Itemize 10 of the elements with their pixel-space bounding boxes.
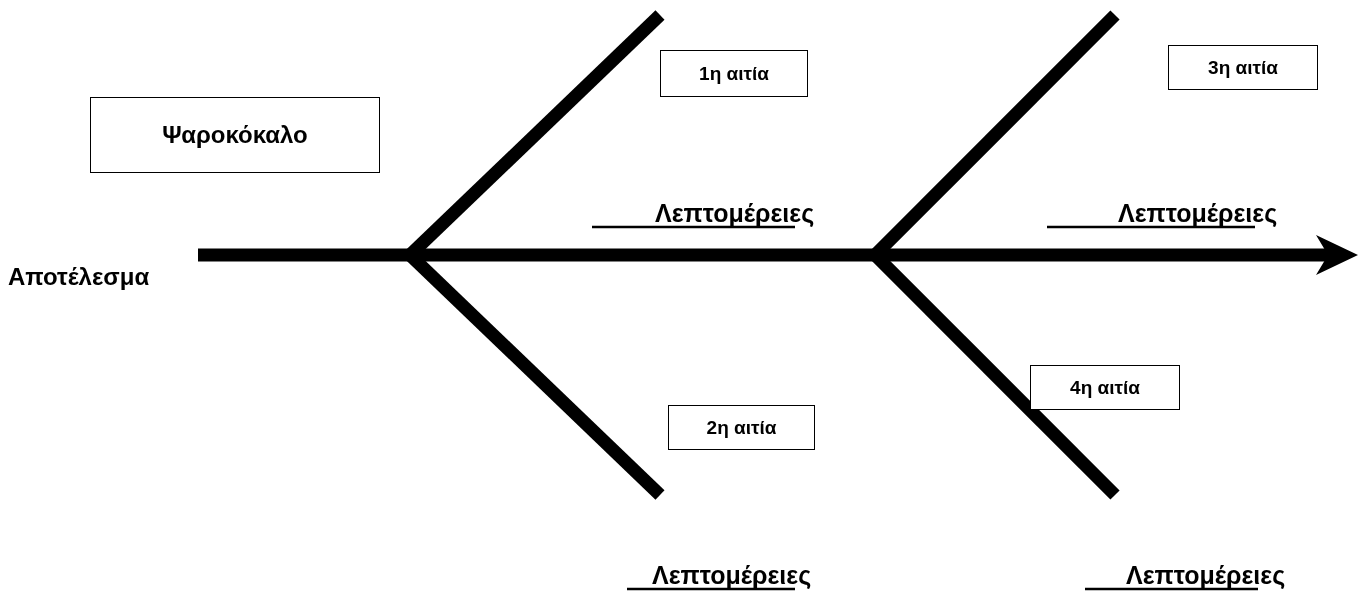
cause-box: 3η αιτία	[1168, 45, 1318, 90]
cause-box: 4η αιτία	[1030, 365, 1180, 410]
cause-box: Ψαροκόκαλο	[90, 97, 380, 173]
cause-box: 2η αιτία	[668, 405, 815, 450]
cause-box: 1η αιτία	[660, 50, 808, 97]
details-label: Λεπτομέρειες	[655, 198, 815, 228]
details-label: Λεπτομέρειες	[1126, 560, 1286, 590]
result-label: Αποτέλεσμα	[8, 262, 150, 292]
details-label: Λεπτομέρειες	[1118, 198, 1278, 228]
details-label: Λεπτομέρειες	[652, 560, 812, 590]
